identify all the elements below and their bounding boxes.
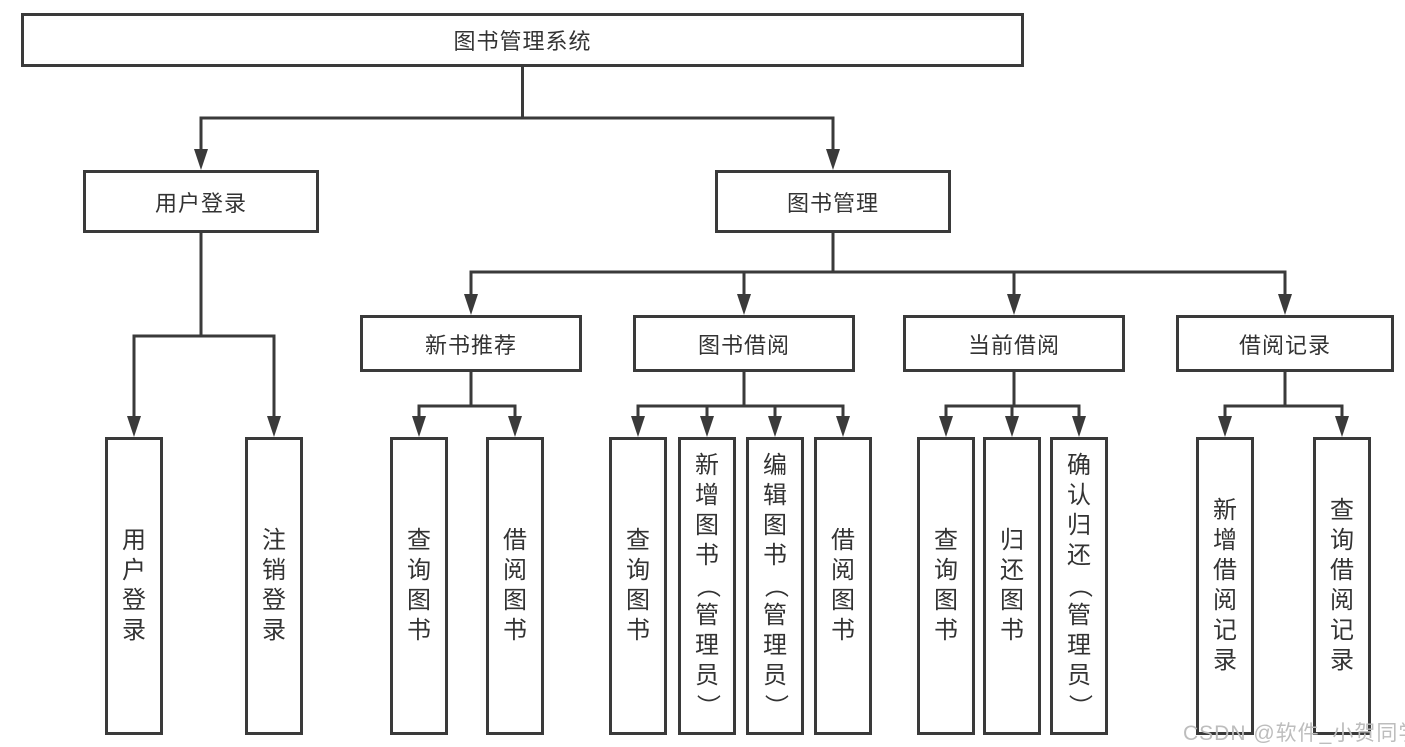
leaf-add-books-admin: 新增图书（管理员）	[678, 437, 736, 735]
leaf-add-borrow-record-label: 新增借阅记录	[1213, 497, 1237, 674]
leaf-user-login-label: 用户登录	[122, 527, 146, 644]
node-book-management: 图书管理	[715, 170, 951, 233]
leaf-recommend-query-books: 查询图书	[390, 437, 448, 735]
leaf-user-login: 用户登录	[105, 437, 163, 735]
leaf-borrow-books-label: 借阅图书	[831, 527, 855, 644]
leaf-edit-books-admin-label: 编辑图书（管理员）	[762, 452, 789, 718]
leaf-confirm-return-admin-label: 确认归还（管理员）	[1066, 452, 1093, 718]
node-current-borrow: 当前借阅	[903, 315, 1125, 372]
leaf-recommend-borrow-books-label: 借阅图书	[503, 527, 527, 644]
leaf-query-borrow-record-label: 查询借阅记录	[1330, 497, 1354, 674]
leaf-borrow-books: 借阅图书	[814, 437, 872, 735]
node-borrow-records: 借阅记录	[1176, 315, 1394, 372]
leaf-return-books: 归还图书	[983, 437, 1041, 735]
node-user-login-label: 用户登录	[154, 190, 247, 216]
leaf-confirm-return-admin: 确认归还（管理员）	[1050, 437, 1108, 735]
leaf-recommend-borrow-books: 借阅图书	[486, 437, 544, 735]
leaf-borrow-query-books: 查询图书	[609, 437, 667, 735]
node-borrow-records-label: 借阅记录	[1238, 332, 1331, 358]
leaf-add-books-admin-label: 新增图书（管理员）	[694, 452, 721, 718]
node-book-management-label: 图书管理	[786, 190, 879, 216]
leaf-edit-books-admin: 编辑图书（管理员）	[746, 437, 804, 735]
node-root: 图书管理系统	[21, 13, 1024, 67]
leaf-borrow-query-books-label: 查询图书	[626, 527, 650, 644]
node-user-login: 用户登录	[83, 170, 319, 233]
node-book-borrow: 图书借阅	[633, 315, 855, 372]
leaf-recommend-query-books-label: 查询图书	[407, 527, 431, 644]
node-current-borrow-label: 当前借阅	[967, 332, 1060, 358]
leaf-current-query-books: 查询图书	[917, 437, 975, 735]
leaf-logout: 注销登录	[245, 437, 303, 735]
node-new-book-recommend-label: 新书推荐	[424, 332, 517, 358]
node-book-borrow-label: 图书借阅	[697, 332, 790, 358]
node-new-book-recommend: 新书推荐	[360, 315, 582, 372]
leaf-query-borrow-record: 查询借阅记录	[1313, 437, 1371, 735]
leaf-add-borrow-record: 新增借阅记录	[1196, 437, 1254, 735]
leaf-current-query-books-label: 查询图书	[934, 527, 958, 644]
watermark-csdn: CSDN @软件_小贺同学	[1183, 722, 1405, 745]
arrowhead-icons	[127, 149, 1349, 437]
leaf-logout-label: 注销登录	[262, 527, 286, 644]
node-root-label: 图书管理系统	[453, 29, 592, 54]
leaf-return-books-label: 归还图书	[1000, 527, 1024, 644]
